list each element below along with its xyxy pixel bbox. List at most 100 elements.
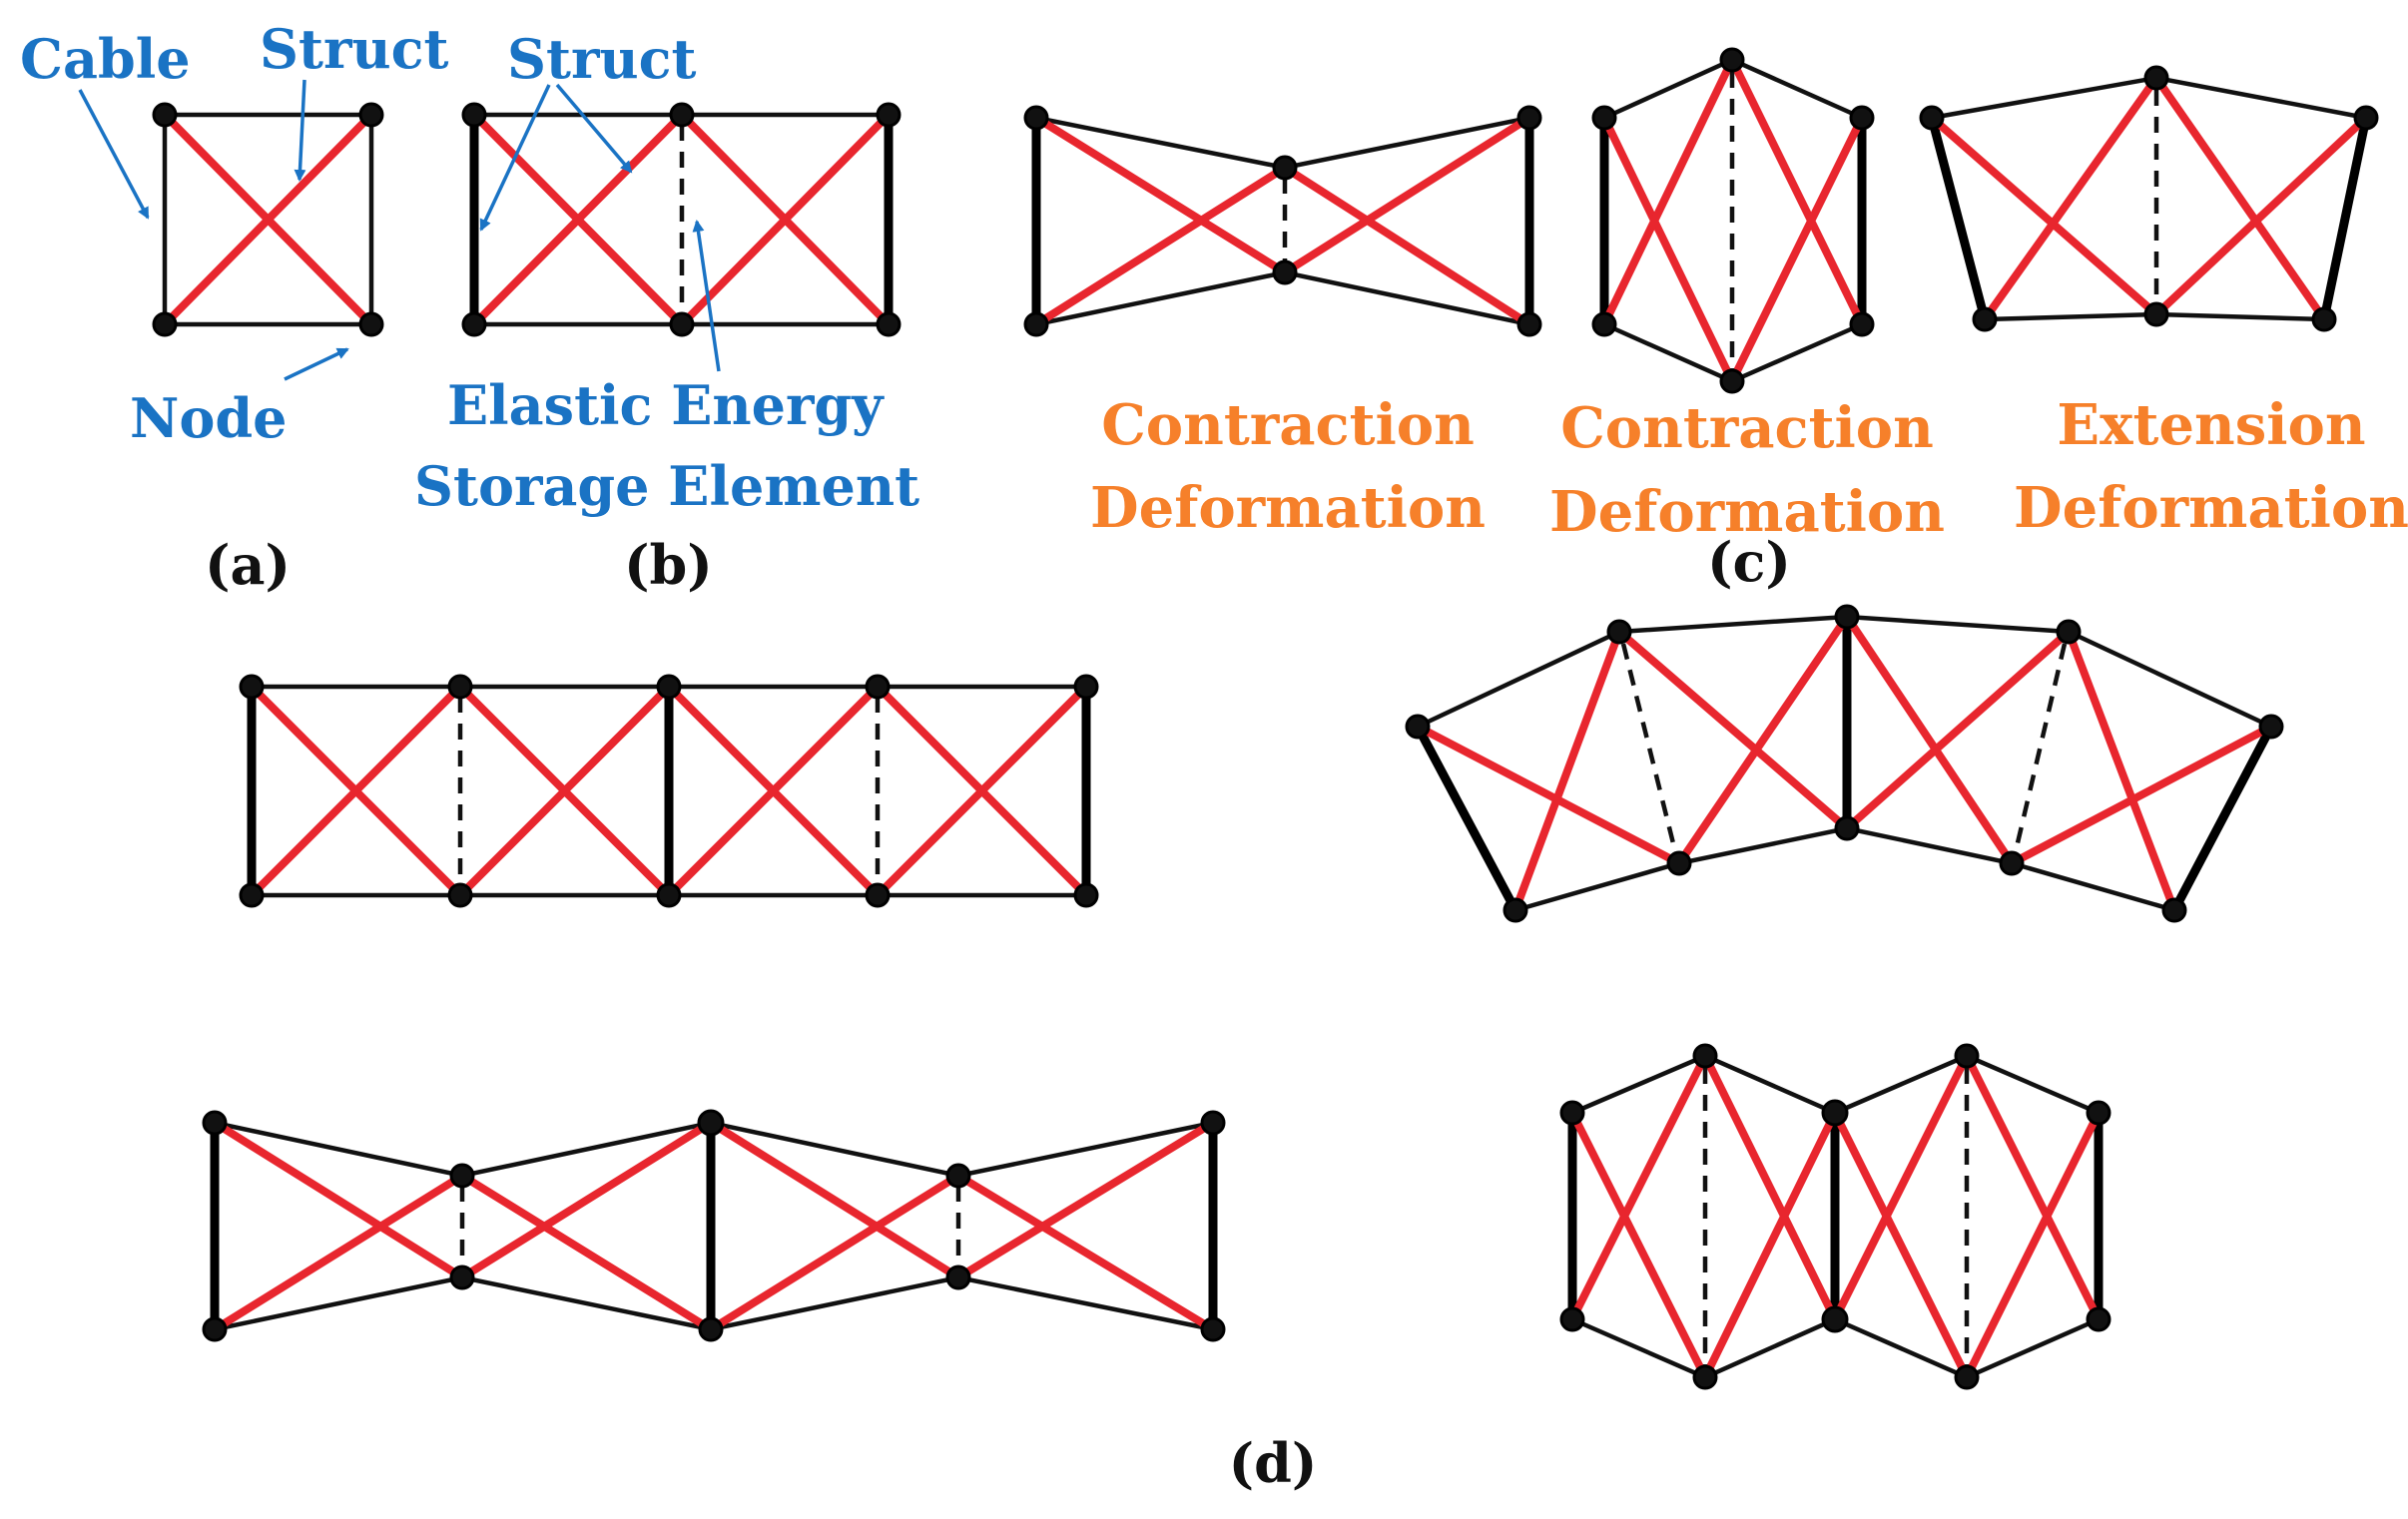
node-d1-10 bbox=[1073, 882, 1099, 908]
thick-cable-c3-right bbox=[2319, 113, 2371, 324]
panel-label-d: (d) bbox=[1229, 1431, 1318, 1495]
strut-c1-3 bbox=[1281, 164, 1533, 328]
deformation-label-1-line1: Contraction bbox=[1101, 392, 1475, 458]
node-c1-4 bbox=[1023, 311, 1049, 337]
node-a-1 bbox=[152, 102, 178, 128]
strut-d4-4 bbox=[1701, 1109, 1839, 1381]
strut-c3-2 bbox=[1981, 74, 2160, 323]
strut-c3-3 bbox=[2152, 74, 2328, 323]
node-d3-9 bbox=[945, 1265, 971, 1290]
strut-c2-2 bbox=[1600, 56, 1736, 328]
strut-d3-2 bbox=[211, 1172, 466, 1333]
node-arrow bbox=[284, 347, 349, 381]
node-c2-2 bbox=[1719, 47, 1745, 73]
strut-c1-2 bbox=[1032, 164, 1289, 328]
node-d1-1 bbox=[239, 674, 265, 700]
unit-b bbox=[461, 102, 902, 337]
deform-c3 bbox=[1919, 65, 2379, 332]
deformation-label-2-line1: Contraction bbox=[1560, 395, 1934, 461]
node-d1-8 bbox=[656, 882, 682, 908]
node-c1-2 bbox=[1272, 155, 1298, 181]
chain-hexagon bbox=[1559, 1043, 2111, 1390]
cable-arrow bbox=[78, 89, 150, 220]
node-label: Node bbox=[130, 386, 288, 450]
node-d4-5 bbox=[2086, 1100, 2111, 1126]
node-d3-10 bbox=[1200, 1316, 1226, 1342]
node-d1-7 bbox=[447, 882, 473, 908]
node-d3-3 bbox=[697, 1109, 725, 1137]
node-d1-3 bbox=[656, 674, 682, 700]
node-c2-4 bbox=[1591, 311, 1617, 337]
deform-c2 bbox=[1591, 47, 1875, 394]
panel-label-a: (a) bbox=[205, 533, 291, 597]
strut-d2-7 bbox=[2065, 628, 2178, 914]
node-a-4 bbox=[152, 311, 178, 337]
strut-b-4 bbox=[678, 111, 893, 328]
strut-d3-4 bbox=[458, 1119, 715, 1281]
panel-label-b: (b) bbox=[624, 533, 713, 597]
strut-d2-1 bbox=[1414, 723, 1683, 867]
node-d3-7 bbox=[449, 1265, 475, 1290]
chain-bent bbox=[1405, 604, 2284, 923]
thick-cable-c3-left bbox=[1927, 113, 1990, 324]
strut-d2-8 bbox=[2008, 723, 2275, 867]
strut-d2-5 bbox=[1843, 613, 2016, 867]
spring-d2-2 bbox=[2013, 643, 2068, 852]
node-d4-7 bbox=[1692, 1364, 1718, 1390]
node-c2-1 bbox=[1591, 105, 1617, 131]
node-c1-1 bbox=[1023, 105, 1049, 131]
node-c3-2 bbox=[2143, 65, 2169, 91]
struct-arrow-b-2 bbox=[555, 83, 633, 174]
node-d1-6 bbox=[239, 882, 265, 908]
elastic-arrow bbox=[692, 220, 721, 372]
spring-d2-1 bbox=[1620, 643, 1678, 852]
node-d2-6 bbox=[1503, 897, 1528, 923]
node-d2-3 bbox=[1834, 604, 1860, 630]
node-c3-3 bbox=[2353, 105, 2379, 131]
node-c2-5 bbox=[1719, 368, 1745, 394]
node-d1-2 bbox=[447, 674, 473, 700]
node-a-2 bbox=[358, 102, 384, 128]
strut-c3-4 bbox=[2152, 114, 2370, 318]
node-d2-2 bbox=[1606, 619, 1632, 645]
node-d3-2 bbox=[449, 1163, 475, 1189]
node-d2-5 bbox=[2258, 714, 2284, 740]
node-d3-8 bbox=[698, 1316, 724, 1342]
strut-c2-1 bbox=[1600, 114, 1736, 385]
node-d2-9 bbox=[1999, 850, 2025, 876]
struct-label-b: Struct bbox=[507, 27, 697, 91]
strut-d4-1 bbox=[1568, 1109, 1709, 1381]
node-b-6 bbox=[876, 311, 902, 337]
node-b-5 bbox=[669, 311, 695, 337]
node-c3-4 bbox=[1972, 306, 1998, 332]
node-d4-3 bbox=[1821, 1099, 1849, 1127]
node-c1-5 bbox=[1272, 259, 1298, 285]
node-d4-6 bbox=[1559, 1306, 1585, 1332]
node-c2-6 bbox=[1849, 311, 1875, 337]
strut-d4-5 bbox=[1831, 1109, 1971, 1381]
node-d3-4 bbox=[945, 1163, 971, 1189]
node-d2-7 bbox=[1666, 850, 1692, 876]
strut-d4-6 bbox=[1831, 1052, 1971, 1323]
node-d4-2 bbox=[1692, 1043, 1718, 1069]
deformation-label-3-line2: Deformation bbox=[2014, 475, 2408, 541]
node-d1-5 bbox=[1073, 674, 1099, 700]
node-b-2 bbox=[669, 102, 695, 128]
thick-cable-d2-1 bbox=[1413, 722, 1520, 915]
strut-d2-2 bbox=[1511, 628, 1623, 914]
deformation-label-3-line1: Extension bbox=[2057, 392, 2365, 458]
strut-d1-6 bbox=[665, 683, 882, 899]
strut-d1-8 bbox=[874, 683, 1090, 899]
node-d4-1 bbox=[1559, 1100, 1585, 1126]
strut-c1-4 bbox=[1281, 114, 1533, 276]
strut-d3-5 bbox=[707, 1119, 962, 1281]
unit-a bbox=[152, 102, 384, 337]
node-c3-1 bbox=[1919, 105, 1945, 131]
chain-straight bbox=[239, 674, 1099, 908]
node-c3-6 bbox=[2311, 306, 2337, 332]
elastic-label-1: Elastic Energy bbox=[447, 373, 885, 437]
node-c1-6 bbox=[1516, 311, 1542, 337]
strut-d4-2 bbox=[1568, 1052, 1709, 1323]
struct-arrow-b-1 bbox=[479, 84, 551, 232]
node-d1-4 bbox=[865, 674, 891, 700]
